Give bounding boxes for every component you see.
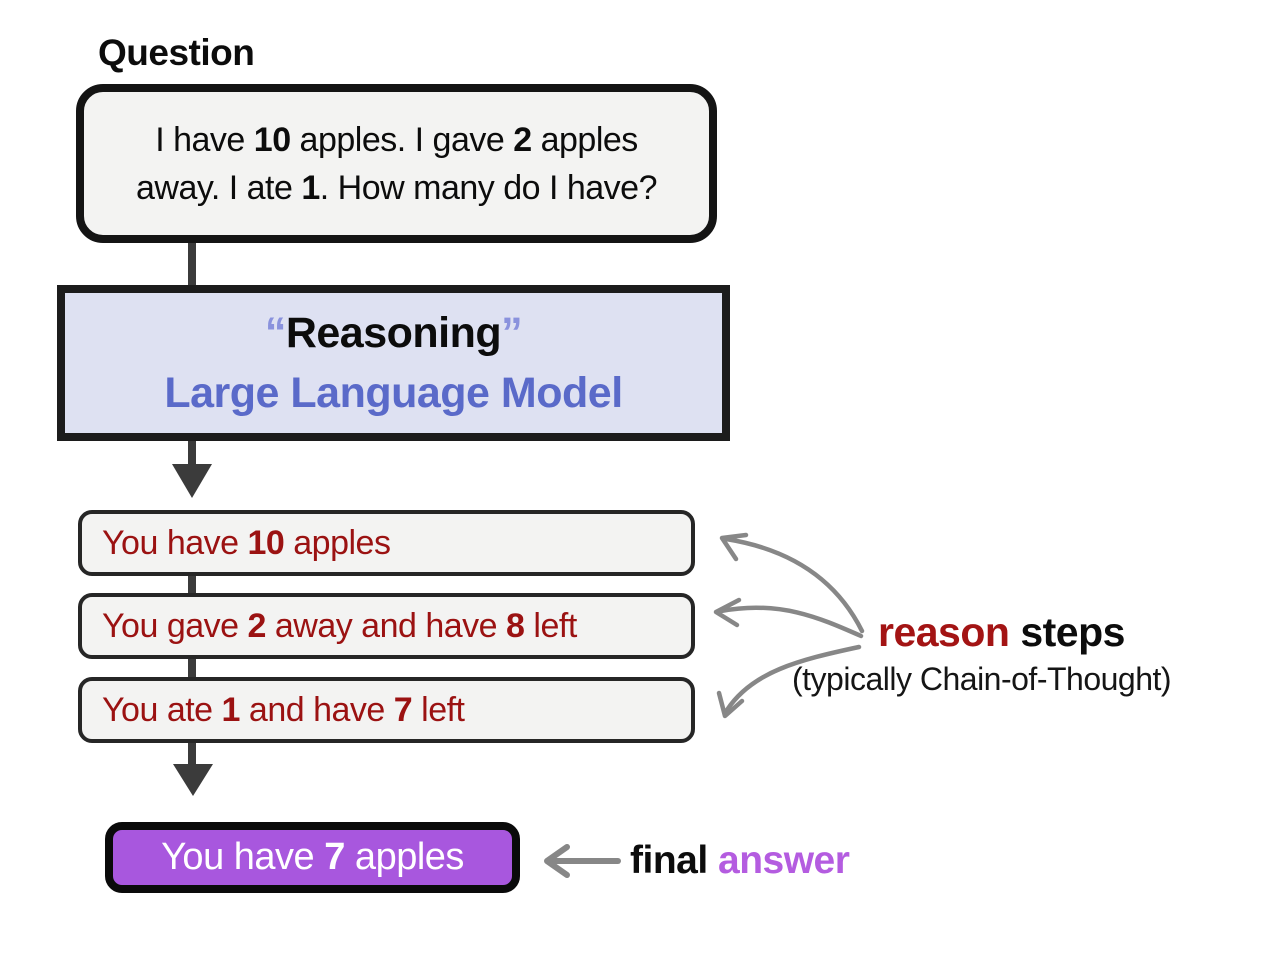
- arrow-llm-to-steps: [172, 438, 212, 498]
- question-text-line1: I have 10 apples. I gave 2 apples: [155, 120, 638, 159]
- question-box: I have 10 apples. I gave 2 apples away. …: [76, 84, 717, 243]
- arrow-steps-to-final: [173, 741, 213, 796]
- step3-text: You ate 1 and have 7 left: [102, 690, 465, 729]
- chain-of-thought-note: (typically Chain-of-Thought): [792, 661, 1172, 697]
- llm-box-subtitle: Large Language Model: [164, 369, 623, 417]
- reason-step-box-2: You gave 2 away and have 8 left: [78, 593, 695, 659]
- curved-arrow-to-step1: [719, 532, 865, 634]
- step2-text: You gave 2 away and have 8 left: [102, 606, 577, 645]
- reason-step-box-3: You ate 1 and have 7 left: [78, 677, 695, 743]
- question-text-line2: away. I ate 1. How many do I have?: [135, 168, 658, 207]
- reason-step-box-1: You have 10 apples: [78, 510, 695, 576]
- step1-text: You have 10 apples: [102, 523, 391, 562]
- final-answer-label: final answer: [630, 839, 850, 882]
- question-label: Question: [98, 32, 255, 73]
- curved-arrow-to-step2: [713, 597, 864, 639]
- reason-steps-label: reason steps: [878, 609, 1125, 655]
- arrow-final-answer: [544, 844, 621, 878]
- reasoning-llm-box: “Reasoning” Large Language Model: [57, 285, 730, 441]
- final-answer-box: You have 7 apples: [105, 822, 520, 893]
- close-quote: ”: [501, 309, 523, 357]
- open-quote: “: [264, 309, 287, 357]
- final-answer-text: You have 7 apples: [161, 836, 464, 878]
- llm-box-title: “Reasoning”: [264, 309, 523, 357]
